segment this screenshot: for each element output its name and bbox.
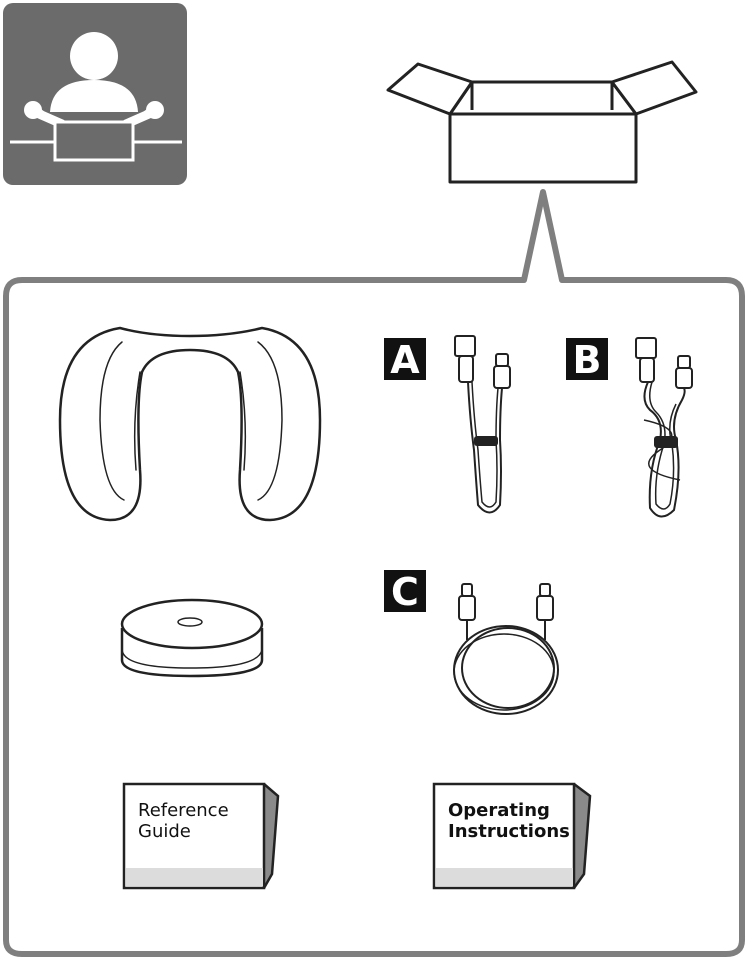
person-unpacking-box-icon — [3, 3, 187, 185]
charging-cradle — [120, 598, 264, 678]
cable-c-label: C — [391, 570, 419, 614]
optical-cable-c: C — [384, 570, 559, 715]
usb-cable-a: A — [384, 335, 511, 514]
reference-guide-title: Reference Guide — [138, 800, 229, 842]
contents-frame — [3, 189, 745, 957]
neckband-speaker — [58, 326, 322, 522]
operating-instructions-document — [432, 782, 592, 890]
usb-cable-b: B — [566, 337, 693, 518]
reference-guide-document — [122, 782, 280, 890]
cable-a-label: A — [390, 338, 420, 382]
cable-b-label: B — [573, 338, 602, 382]
operating-instructions-title: Operating Instructions — [448, 800, 570, 842]
open-box-icon — [386, 60, 698, 184]
